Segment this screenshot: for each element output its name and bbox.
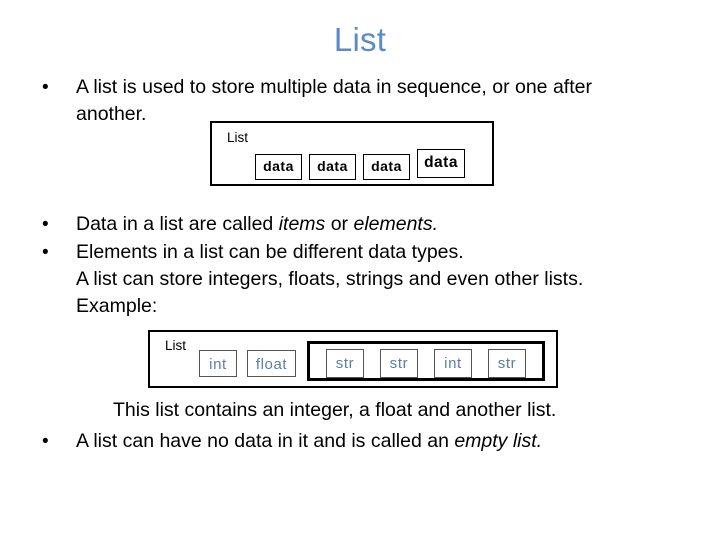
type-cell-int-1: int	[199, 350, 237, 377]
bullet-text-data-types-line1: Elements in a list can be different data…	[76, 241, 464, 263]
items-elements-conjunction: or	[325, 213, 354, 235]
bullet-items-elements: • Data in a list are called items or ele…	[42, 211, 662, 238]
bullet-glyph-icon: •	[42, 77, 49, 98]
type-cell-int-2: int	[434, 349, 472, 378]
data-cell-3: data	[363, 154, 410, 180]
bullet-text-list-definition: A list is used to store multiple data in…	[76, 76, 592, 125]
type-cell-str-2-label: str	[389, 355, 409, 372]
bullet-data-types: • Elements in a list can be different da…	[42, 239, 682, 320]
bullet-glyph-icon: •	[42, 242, 49, 263]
data-cell-1: data	[255, 154, 302, 180]
diagram-two-caption: This list contains an integer, a float a…	[113, 399, 557, 421]
bullet-empty-list: • A list can have no data in it and is c…	[42, 428, 682, 455]
data-cell-2: data	[309, 154, 356, 180]
bullet-text-data-types-line3: Example:	[76, 295, 158, 317]
diagram-mixed-type-list: List int float str str int str	[148, 330, 558, 388]
type-cell-str-1-label: str	[335, 355, 355, 372]
bullet-list-definition: • A list is used to store multiple data …	[42, 74, 662, 128]
type-cell-str-1: str	[326, 349, 364, 378]
type-cell-str-3-label: str	[497, 355, 517, 372]
data-cell-3-label: data	[371, 158, 402, 174]
diagram-list-of-data: List data data data data	[210, 121, 494, 186]
bullet-text-empty-list: A list can have no data in it and is cal…	[76, 428, 682, 455]
nested-sublist-box: str str int str	[307, 341, 545, 381]
empty-list-emphasis: empty list.	[454, 430, 543, 452]
bullet-glyph-icon: •	[42, 214, 49, 235]
data-cell-2-label: data	[317, 158, 348, 174]
type-cell-float: float	[247, 350, 296, 377]
data-cell-1-label: data	[263, 158, 294, 174]
diagram-two-label: List	[165, 338, 187, 353]
type-cell-float-label: float	[255, 356, 288, 373]
diagram-one-label: List	[227, 130, 249, 145]
page-title: List	[333, 21, 387, 58]
elements-emphasis: elements.	[353, 213, 439, 235]
type-cell-int-1-label: int	[209, 356, 227, 373]
bullet-glyph-icon: •	[42, 431, 49, 452]
empty-list-prefix: A list can have no data in it and is cal…	[76, 430, 455, 452]
bullet-text-data-types-line2: A list can store integers, floats, strin…	[76, 268, 584, 290]
data-cell-4-label: data	[424, 154, 458, 171]
type-cell-str-3: str	[488, 349, 526, 378]
bullet-text-items-elements: Data in a list are called items or eleme…	[76, 211, 662, 238]
type-cell-int-2-label: int	[444, 355, 462, 372]
type-cell-str-2: str	[380, 349, 418, 378]
items-elements-prefix: Data in a list are called	[76, 213, 279, 235]
items-emphasis: items	[278, 213, 326, 235]
data-cell-4: data	[417, 149, 465, 178]
